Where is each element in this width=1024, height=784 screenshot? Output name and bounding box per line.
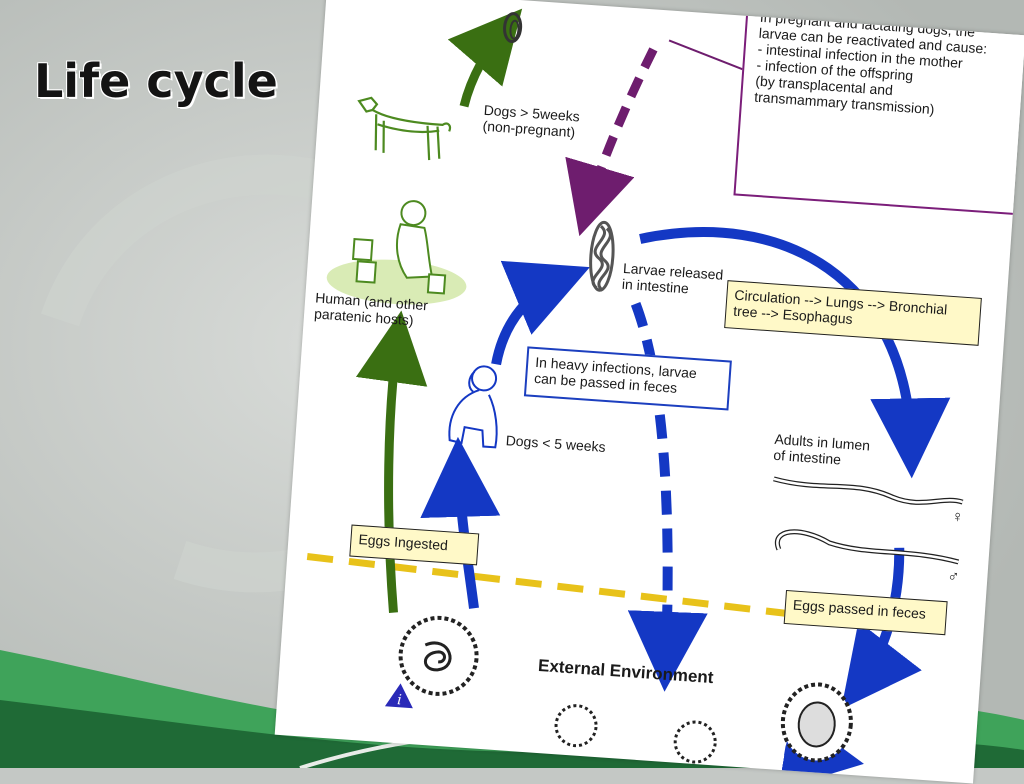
egg-small-icon [673,720,717,764]
egg-small-icon [554,704,598,748]
life-cycle-diagram: i Dogs > 5weeks (non-pregnant) Human (an… [274,0,1024,784]
purple-reactivation-arrow [565,47,658,237]
larva-coil-top-icon [503,12,523,44]
svg-text:i: i [397,692,403,708]
label-adults-in-lumen: Adults in lumen of intestine [773,431,871,470]
note-connector-line [668,39,748,72]
embryonated-egg-icon [398,615,479,696]
label-dogs-over-5-weeks: Dogs > 5weeks (non-pregnant) [482,102,580,141]
male-symbol: ♂ [946,568,960,587]
adult-dog-icon [357,96,452,161]
puppy-icon [448,365,498,449]
blue-arrow-circulation [639,227,951,479]
larvae-coil-icon [589,220,615,292]
info-icon: i [384,683,413,708]
female-symbol: ♀ [950,508,965,527]
slide-title: Life cycle [34,54,278,108]
blue-arrow-puppy-to-larvae [491,260,590,366]
green-arrow-to-human [355,310,428,614]
unembryonated-egg-icon [780,682,853,763]
green-arrow-to-adult-dog [447,8,523,108]
child-human-icon [326,200,467,305]
reactivation-note-box: In pregnant and lactating dogs, the larv… [733,0,1024,216]
